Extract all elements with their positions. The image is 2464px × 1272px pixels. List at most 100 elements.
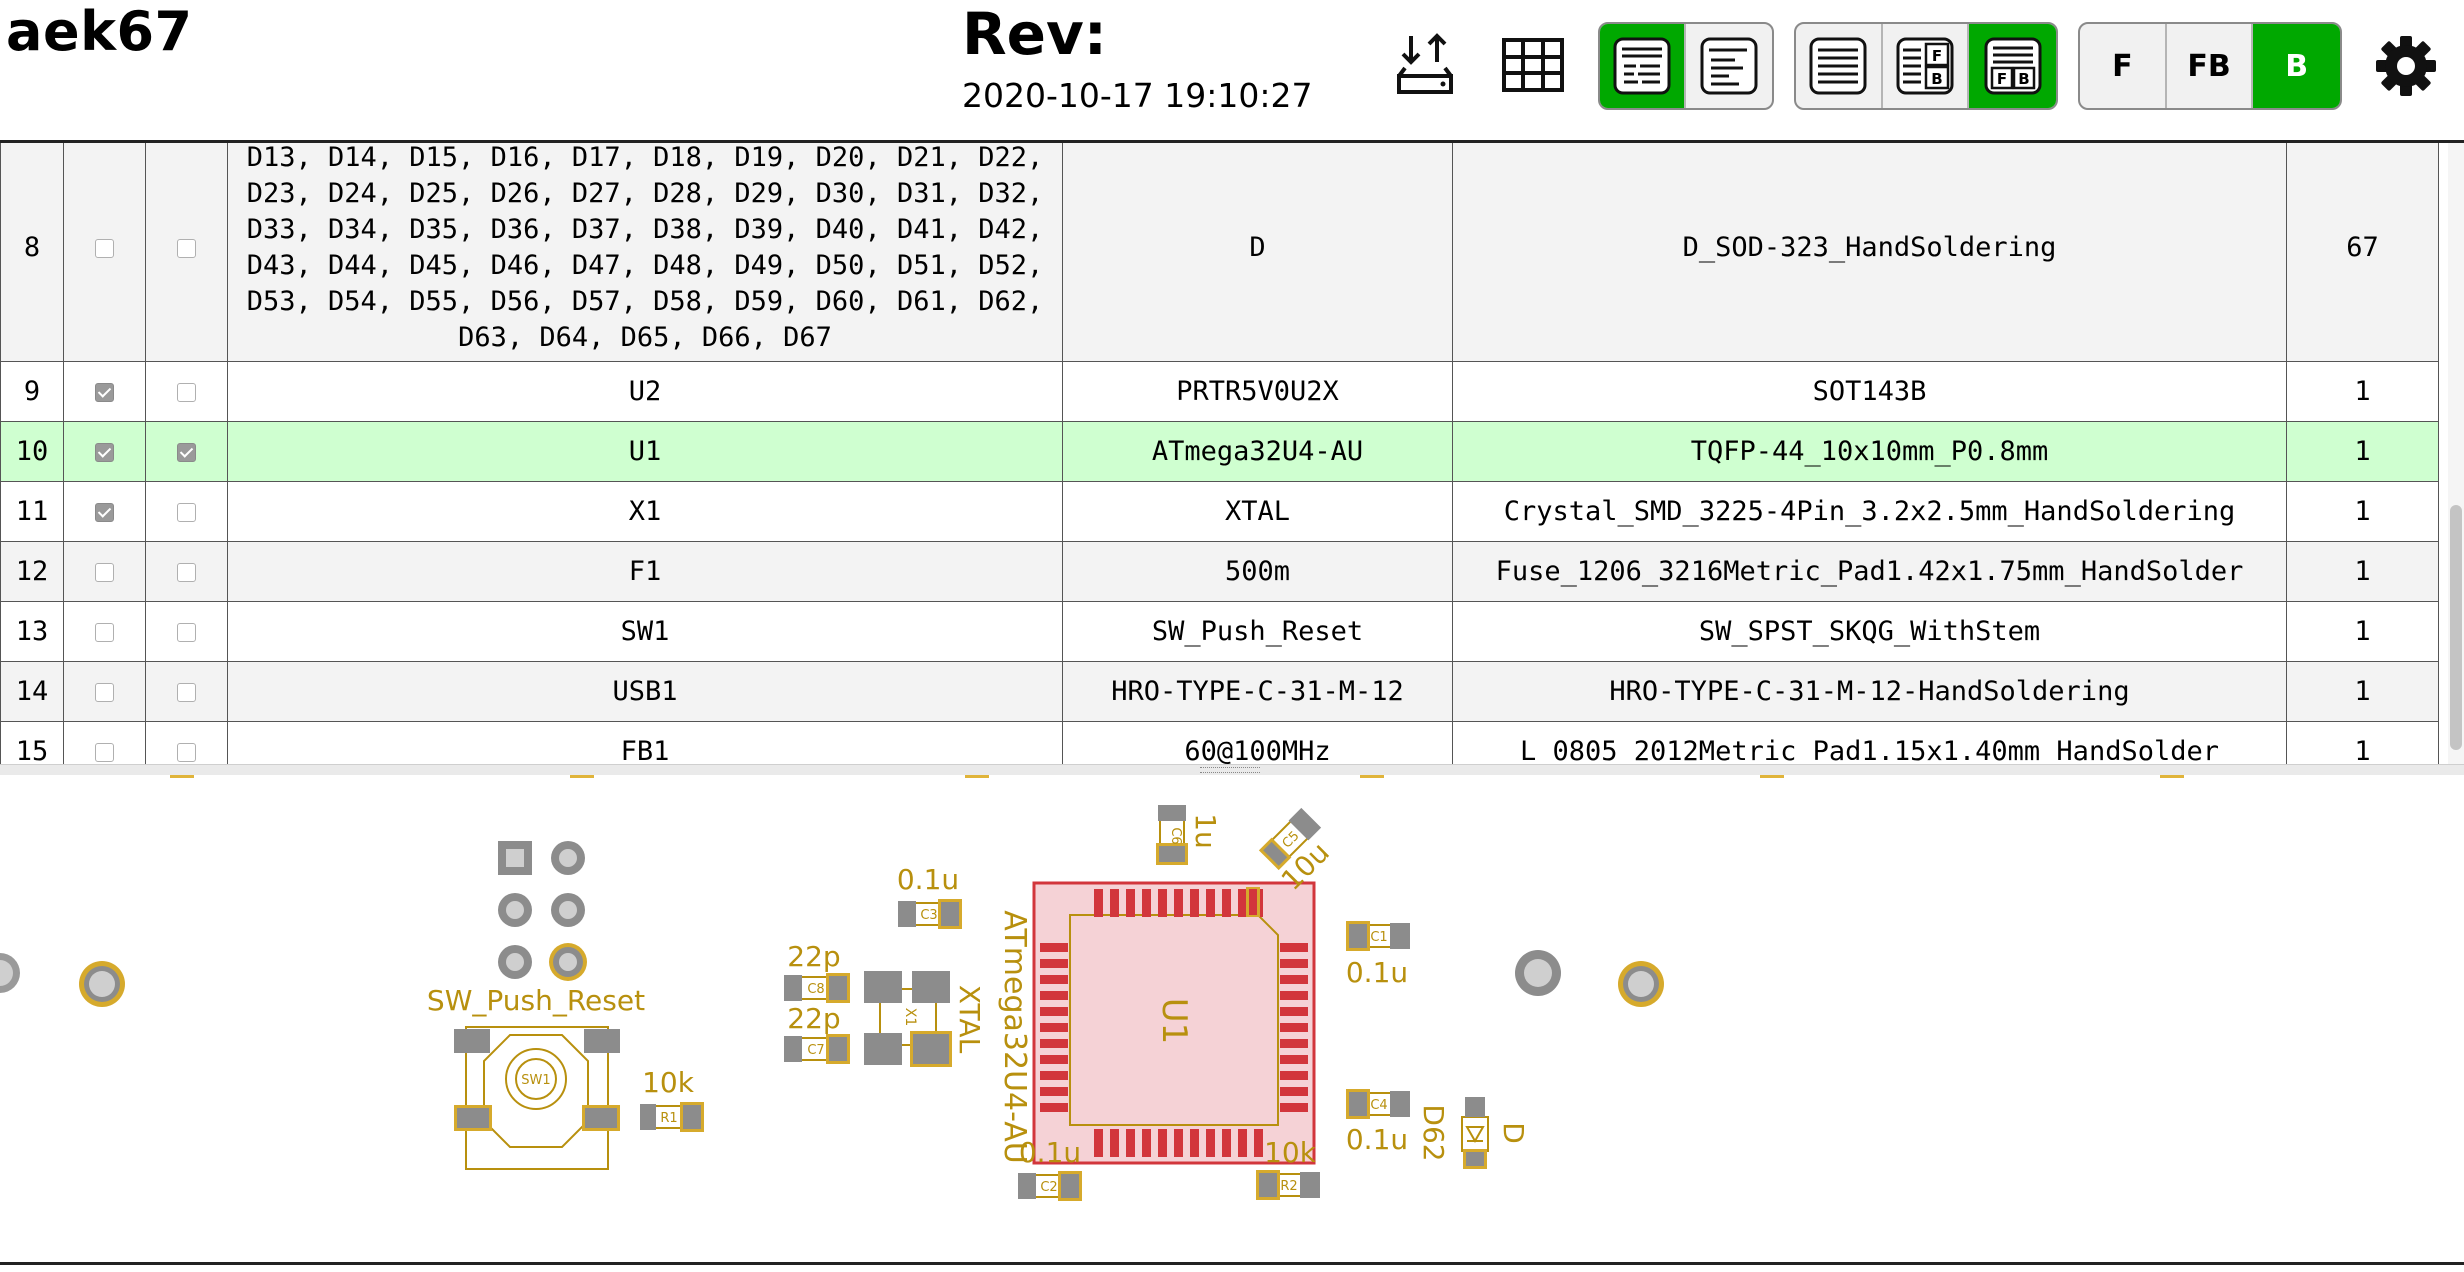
ic-pad	[1190, 1129, 1199, 1157]
ic-pad	[1280, 1087, 1308, 1096]
checked-checkbox[interactable]	[177, 743, 196, 762]
placed-checkbox-cell	[63, 721, 146, 764]
bom-footprint: Crystal_SMD_3225-4Pin_3.2x2.5mm_HandSold…	[1452, 481, 2287, 542]
c8-ref-label: C8	[807, 982, 824, 997]
placed-checkbox[interactable]	[95, 743, 114, 762]
mounting-hole	[79, 961, 125, 1007]
d62-footprint[interactable]: D62 D	[1417, 1097, 1530, 1169]
placed-checkbox[interactable]	[95, 563, 114, 582]
bom-value: 60@100MHz	[1062, 721, 1453, 764]
x1-value-label: XTAL	[953, 985, 986, 1054]
layer-front-button[interactable]: F	[2080, 24, 2167, 108]
pcb-canvas[interactable]: SW_Push_Reset SW1 10k R1 0.1u C3	[0, 775, 2464, 1262]
placed-checkbox[interactable]	[95, 383, 114, 402]
bom-only-layout-button[interactable]	[1796, 24, 1883, 108]
bom-scrollbar-thumb[interactable]	[2450, 505, 2462, 750]
bom-quantity: 67	[2286, 143, 2439, 362]
checked-checkbox[interactable]	[177, 503, 196, 522]
ic-pad	[1238, 889, 1247, 917]
c8-footprint[interactable]: 22p C8	[784, 940, 850, 1003]
ic-pad	[1040, 959, 1068, 968]
ic-pad	[1040, 991, 1068, 1000]
c2-footprint[interactable]: 0.1u C2	[1018, 1136, 1082, 1201]
ic-pad	[1280, 975, 1308, 984]
placed-checkbox[interactable]	[95, 443, 114, 462]
r2-footprint[interactable]: 10k R2	[1256, 1136, 1320, 1200]
placed-checkbox[interactable]	[95, 503, 114, 522]
placed-checkbox[interactable]	[95, 683, 114, 702]
c3-ref-label: C3	[920, 908, 937, 923]
bottom-border	[0, 1262, 2464, 1265]
sw1-footprint[interactable]: SW_Push_Reset SW1	[427, 984, 645, 1170]
bom-ungrouped-view-button[interactable]	[1686, 24, 1772, 108]
c7-footprint[interactable]: 22p C7	[784, 1002, 850, 1064]
c3-footprint[interactable]: 0.1u C3	[897, 863, 962, 929]
ic-pad	[1174, 889, 1183, 917]
bom-footprint: L_0805_2012Metric_Pad1.15x1.40mm_HandSol…	[1452, 721, 2287, 764]
layer-toggle: F FB B	[2078, 22, 2342, 110]
svg-text:F: F	[1932, 47, 1942, 65]
gear-icon[interactable]	[2372, 32, 2440, 100]
checked-checkbox[interactable]	[177, 563, 196, 582]
splitter-grip[interactable]	[1200, 767, 1260, 773]
placed-checkbox-cell	[63, 601, 146, 662]
c1-value-label: 0.1u	[1346, 956, 1408, 989]
c4-footprint[interactable]: C4 0.1u	[1346, 1089, 1410, 1156]
bom-grouped-view-button[interactable]	[1600, 24, 1687, 108]
reference-line: FB1	[620, 735, 670, 765]
reference-line: X1	[628, 495, 662, 527]
c3-value-label: 0.1u	[897, 863, 959, 896]
bom-value: D	[1062, 143, 1453, 362]
bom-references: U2	[227, 361, 1063, 422]
u1-footprint[interactable]: U1 ATmega32U4-AU	[997, 881, 1316, 1165]
upload-download-icon[interactable]	[1388, 26, 1462, 102]
left-right-layout-button[interactable]: F B	[1883, 24, 1970, 108]
checked-checkbox[interactable]	[177, 623, 196, 642]
ic-pad	[1126, 889, 1135, 917]
checked-checkbox[interactable]	[177, 383, 196, 402]
ic-pad	[1280, 1039, 1308, 1048]
c6-footprint[interactable]: C6 1u	[1156, 805, 1222, 865]
pcb-drawing[interactable]: SW_Push_Reset SW1 10k R1 0.1u C3	[0, 775, 2464, 1262]
layer-back-button[interactable]: B	[2253, 24, 2340, 108]
top-bar: aek67 Rev: 2020-10-17 19:10:27	[0, 0, 2464, 143]
reference-line: D23, D24, D25, D26, D27, D28, D29, D30, …	[246, 177, 1044, 209]
layout-toggle: F B F B	[1794, 22, 2058, 110]
placed-checkbox-cell	[63, 481, 146, 542]
bom-row-index: 10	[0, 421, 64, 482]
bom-value: XTAL	[1062, 481, 1453, 542]
top-bottom-layout-button[interactable]: F B	[1969, 24, 2056, 108]
grid-icon[interactable]	[1500, 36, 1566, 94]
x1-footprint[interactable]: X1 XTAL	[864, 971, 986, 1067]
r1-footprint[interactable]: 10k R1	[640, 1066, 704, 1132]
bom-row-index: 15	[0, 721, 64, 764]
ic-pad	[1206, 1129, 1215, 1157]
c1-footprint[interactable]: C1 0.1u	[1346, 921, 1410, 989]
placed-checkbox[interactable]	[95, 239, 114, 258]
bom-mode-toggle	[1598, 22, 1774, 110]
checked-checkbox[interactable]	[177, 239, 196, 258]
layer-both-button[interactable]: FB	[2167, 24, 2254, 108]
bom-quantity: 1	[2286, 661, 2439, 722]
bom-row-index: 12	[0, 541, 64, 602]
checked-checkbox-cell	[145, 541, 228, 602]
bom-quantity: 1	[2286, 361, 2439, 422]
bom-footprint: Fuse_1206_3216Metric_Pad1.42x1.75mm_Hand…	[1452, 541, 2287, 602]
svg-text:B: B	[1931, 70, 1942, 88]
checked-checkbox-cell	[145, 661, 228, 722]
ic-pad	[1040, 1007, 1068, 1016]
placed-checkbox-cell	[63, 361, 146, 422]
checked-checkbox[interactable]	[177, 443, 196, 462]
placed-checkbox[interactable]	[95, 623, 114, 642]
bom-row-index: 8	[0, 143, 64, 362]
d62-ref-label: D62	[1417, 1104, 1450, 1161]
checked-checkbox[interactable]	[177, 683, 196, 702]
